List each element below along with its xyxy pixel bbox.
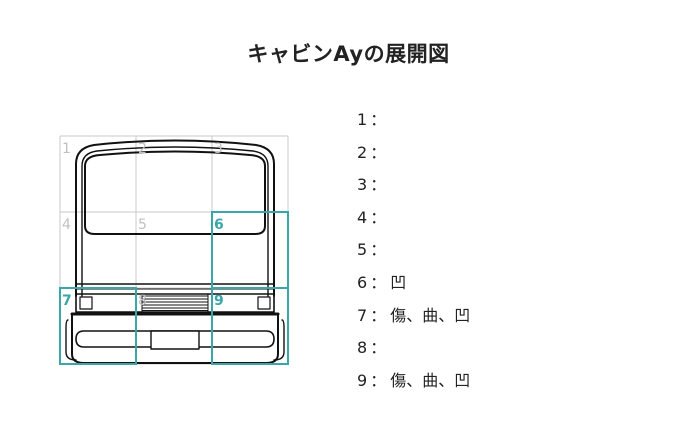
cell-number-6: 6 — [214, 217, 224, 233]
highlight-cell-7 — [59, 287, 137, 365]
legend-item: 9：傷、曲、凹 — [357, 367, 470, 400]
cell-number-1: 1 — [62, 141, 71, 157]
legend-separator: ： — [370, 142, 387, 162]
cell-number-2: 2 — [138, 141, 147, 157]
legend-separator: ： — [370, 110, 387, 129]
legend-item: 3： — [357, 171, 470, 204]
legend-number: 3 — [357, 175, 368, 195]
legend-damage: 傷、曲、凹 — [390, 370, 471, 390]
legend-number: 8 — [357, 338, 368, 358]
cell-number-9: 9 — [214, 293, 224, 309]
legend-separator: ： — [370, 272, 387, 292]
page-title: キャビンAyの展開図 — [247, 42, 450, 66]
grille-frame — [75, 293, 275, 313]
license-plate — [150, 330, 200, 350]
legend-number: 6 — [357, 272, 368, 292]
right-headlight — [257, 296, 271, 310]
cabin-body-outline — [75, 139, 275, 297]
bumper — [71, 313, 279, 364]
legend-number: 9 — [357, 370, 368, 390]
cell-numbers: 1 2 3 4 5 6 7 8 9 — [62, 141, 224, 309]
legend-item: 8： — [357, 334, 470, 367]
legend-item: 1： — [357, 106, 470, 139]
legend-item: 2： — [357, 139, 470, 172]
legend-number: 2 — [357, 142, 368, 162]
legend-item: 7：傷、曲、凹 — [357, 302, 470, 335]
legend-number: 5 — [357, 240, 368, 260]
legend-number: 1 — [357, 110, 368, 129]
legend-separator: ： — [370, 305, 387, 325]
cell-number-3: 3 — [214, 141, 223, 157]
legend-separator: ： — [370, 338, 387, 358]
legend-item: 6：凹 — [357, 269, 470, 302]
highlight-cell-9 — [211, 287, 289, 365]
left-headlight — [79, 296, 93, 310]
legend-separator: ： — [370, 175, 387, 195]
legend-separator: ： — [370, 240, 387, 260]
legend-damage: 凹 — [390, 272, 407, 292]
legend-number: 4 — [357, 207, 368, 227]
legend-item: 5： — [357, 236, 470, 269]
cabin-diagram: 1 2 3 4 5 6 7 8 9 — [59, 135, 289, 365]
cabin-outline — [65, 139, 285, 364]
legend-separator: ： — [370, 207, 387, 227]
highlight-frames — [59, 211, 289, 365]
cell-number-7: 7 — [62, 293, 72, 309]
legend-number: 7 — [357, 305, 368, 325]
legend-separator: ： — [370, 370, 387, 390]
cell-number-4: 4 — [62, 217, 71, 233]
cabin-inner-outline — [81, 146, 269, 297]
legend-damage: 傷、曲、凹 — [390, 305, 471, 325]
bumper-groove — [75, 330, 275, 348]
cell-number-5: 5 — [138, 217, 147, 233]
windshield — [84, 150, 266, 235]
grille-slats — [141, 293, 209, 313]
grid-lines — [59, 135, 289, 365]
legend-item: 4： — [357, 204, 470, 237]
cell-number-8: 8 — [138, 293, 147, 309]
bumper-inner — [65, 319, 285, 361]
